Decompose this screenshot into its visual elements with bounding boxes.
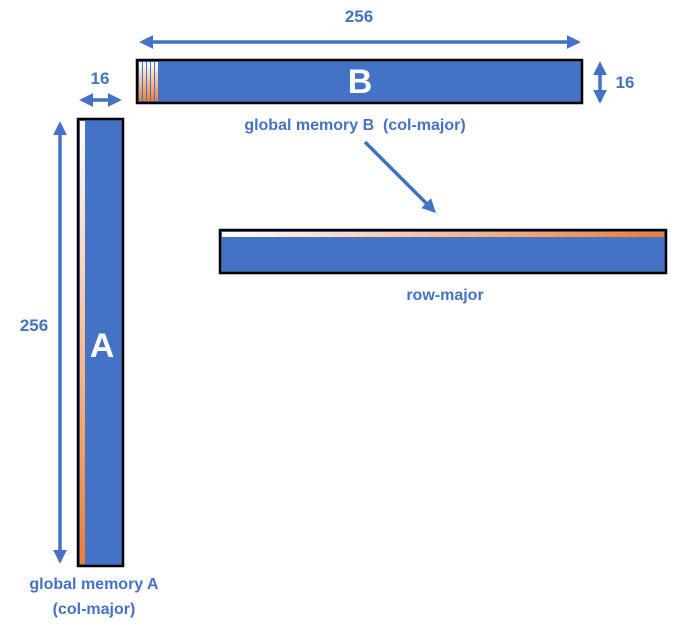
- row-major-caption: row-major: [406, 287, 483, 304]
- matrix-b-letter: B: [348, 63, 373, 101]
- matrix-a-highlight-column: [80, 121, 85, 564]
- row-major-highlight-row: [222, 232, 664, 237]
- matrix-b-height-label: 16: [616, 73, 635, 92]
- matrix-b-caption: global memory B (col-major): [244, 117, 465, 134]
- matrix-a-width-label: 16: [91, 69, 110, 88]
- matrix-a-height-dimension: 256: [20, 121, 67, 564]
- matrix-a: A: [76, 117, 125, 568]
- matrix-b: B: [135, 58, 584, 105]
- matrix-b-width-dimension: 256: [139, 7, 581, 49]
- matrix-b-column-stripes: [139, 62, 158, 101]
- matrix-a-caption-line2: (col-major): [53, 601, 136, 618]
- matrix-a-letter: A: [90, 327, 115, 365]
- row-major-matrix: [218, 228, 668, 275]
- row-major-body: [218, 228, 668, 275]
- matrix-b-body: [135, 58, 584, 105]
- transform-arrow: [363, 140, 436, 213]
- matrix-a-height-label: 256: [20, 316, 48, 335]
- matrix-a-width-dimension: 16: [79, 69, 122, 107]
- matrix-b-width-label: 256: [345, 7, 373, 26]
- matrix-a-body: [76, 117, 125, 568]
- matrix-b-height-dimension: 16: [593, 61, 635, 104]
- matrix-a-caption-line1: global memory A: [29, 576, 159, 593]
